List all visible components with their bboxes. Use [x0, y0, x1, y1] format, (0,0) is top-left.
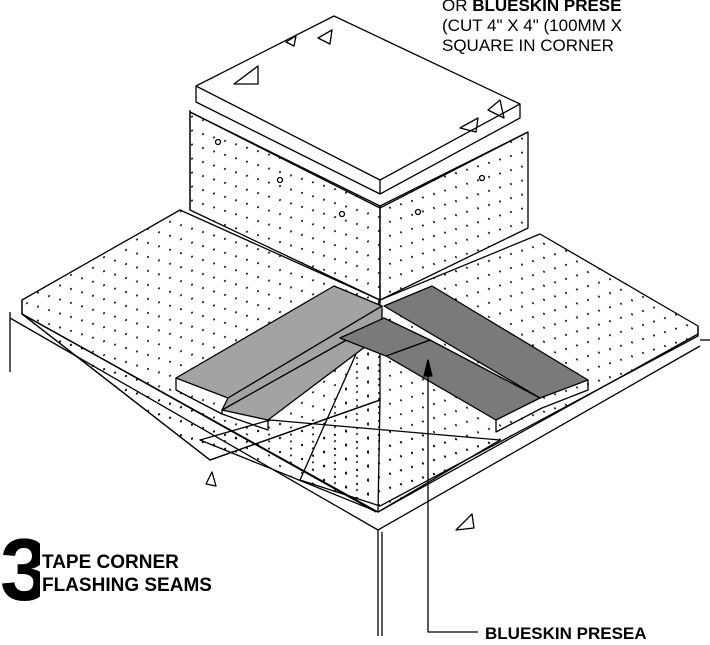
step-title-line-2: FLASHING SEAMS [42, 575, 212, 596]
triangle-mark [455, 513, 475, 531]
tape-right-edge [495, 380, 589, 433]
fastener [414, 208, 422, 216]
slab-front-right [377, 345, 701, 531]
triangle-mark [487, 99, 505, 119]
tape-left-edge [175, 378, 223, 415]
fastener [338, 210, 346, 218]
cap-right-side [379, 104, 521, 195]
board-right-edge [377, 326, 699, 513]
callout-leader [427, 360, 478, 633]
note-line-1: OR BLUESKIN PRESE [442, 0, 621, 16]
triangle-mark [459, 117, 479, 133]
note-product-name: BLUESKIN PRESE [472, 0, 622, 15]
board-front-center [199, 419, 501, 513]
callout-label: BLUESKIN PRESEA [485, 624, 647, 643]
callout-arrow [423, 359, 433, 377]
step-title-line-1: TAPE CORNER [42, 552, 179, 573]
fastener [478, 174, 486, 182]
tape-center [339, 317, 431, 357]
step-number: 3 [0, 530, 40, 610]
note-line-2: (CUT 4" X 4" (100MM X [442, 16, 622, 35]
note-line-3: SQUARE IN CORNER [442, 36, 614, 55]
triangle-mark [285, 35, 297, 47]
cap-left-side [195, 86, 381, 195]
fastener [214, 138, 222, 146]
cap-lip [189, 111, 529, 209]
fastener [276, 176, 284, 184]
triangle-mark [233, 65, 259, 85]
tape-left-edge-b [221, 413, 269, 431]
triangle-mark [205, 471, 217, 487]
note-prefix: OR [442, 0, 473, 15]
triangle-mark [317, 29, 333, 45]
